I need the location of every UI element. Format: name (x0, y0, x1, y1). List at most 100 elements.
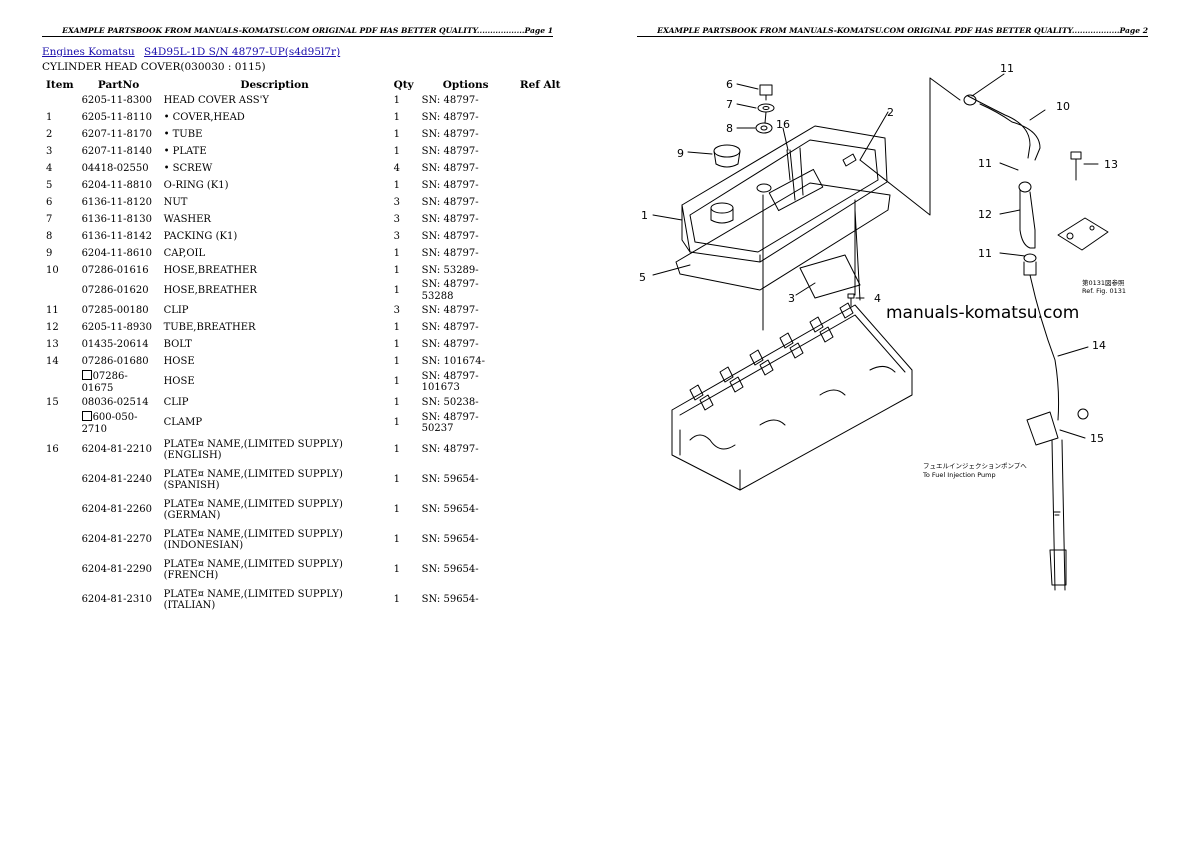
cell-partno: 04418-02550 (78, 160, 160, 177)
cell-partno: 6205-11-8930 (78, 319, 160, 336)
callout-7: 7 (726, 98, 733, 111)
description-line: (GERMAN) (163, 510, 221, 521)
cell-options: SN: 48797-50237 (421, 411, 479, 435)
cell-item: 15 (46, 396, 59, 408)
part-number: 6136-11-8120 (81, 196, 152, 208)
cell-partno: 6205-11-8300 (78, 92, 160, 109)
cell-qty: 3 (393, 196, 400, 208)
cell-item: 8 (46, 230, 53, 242)
table-row: 6205-11-8300 HEAD COVER ASS'Y 1 SN: 48797- (42, 92, 567, 109)
description-line: WASHER (163, 213, 211, 225)
description-line: O-RING (K1) (163, 179, 229, 191)
cell-options: SN: 59654- (421, 534, 479, 546)
table-row: 6204-81-2240 PLATE¤ NAME,(LIMITED SUPPLY)… (42, 465, 567, 495)
description-line: CLIP (163, 396, 189, 408)
cell-options: SN: 48797- (421, 247, 479, 259)
callout-11-top: 11 (1000, 62, 1014, 75)
cell-qty: 1 (393, 321, 400, 333)
cell-partno: 6204-81-2290 (78, 555, 160, 585)
cell-description: TUBE,BREATHER (160, 319, 390, 336)
breadcrumb-link-model[interactable]: S4D95L-1D S/N 48797-UP(s4d95l7r) (144, 46, 341, 58)
description-line: HEAD COVER ASS'Y (163, 94, 270, 106)
column-header-item: Item (46, 78, 74, 91)
cell-description: PLATE¤ NAME,(LIMITED SUPPLY)(SPANISH) (160, 465, 390, 495)
cell-item: 7 (46, 213, 53, 225)
callout-1: 1 (641, 209, 648, 222)
cell-partno: 07286-01675 (78, 370, 160, 394)
cell-description: HOSE,BREATHER (160, 279, 390, 302)
cell-description: • SCREW (160, 160, 390, 177)
part-number: 04418-02550 (81, 162, 149, 174)
cell-qty: 1 (393, 444, 400, 456)
cell-description: CLIP (160, 394, 390, 411)
column-header-ref-alt: Ref Alt (519, 78, 561, 91)
part-number: 6205-11-8300 (81, 94, 152, 106)
cell-qty: 4 (393, 162, 400, 174)
part-number: 6204-81-2260 (81, 504, 152, 516)
part-number: 07285-00180 (81, 304, 149, 316)
description-line: PLATE¤ NAME,(LIMITED SUPPLY) (163, 498, 343, 510)
cell-options: SN: 59654- (421, 474, 479, 486)
cell-item: 13 (46, 338, 59, 350)
cell-partno: 6205-11-8110 (78, 109, 160, 126)
cell-partno: 6204-11-8810 (78, 177, 160, 194)
cell-description: NUT (160, 194, 390, 211)
cell-qty: 1 (393, 179, 400, 191)
cell-description: HOSE (160, 353, 390, 370)
cell-options: SN: 48797- (421, 94, 479, 106)
callout-9: 9 (677, 147, 684, 160)
part-number: 6204-81-2240 (81, 474, 152, 486)
part-number: 6136-11-8142 (81, 230, 152, 242)
cell-description: PLATE¤ NAME,(LIMITED SUPPLY)(GERMAN) (160, 495, 390, 525)
cell-options: SN: 48797- (421, 338, 479, 350)
cell-item: 3 (46, 145, 53, 157)
callout-13: 13 (1104, 158, 1118, 171)
cell-qty: 3 (393, 304, 400, 316)
cell-description: BOLT (160, 336, 390, 353)
cell-qty: 1 (393, 355, 400, 367)
description-line: CAP,OIL (163, 247, 206, 259)
callout-16: 16 (776, 118, 790, 131)
description-line: NUT (163, 196, 188, 208)
cell-partno: 6207-11-8170 (78, 126, 160, 143)
cell-item: 16 (46, 444, 59, 456)
cell-item: 4 (46, 162, 53, 174)
cell-qty: 1 (393, 94, 400, 106)
breadcrumb: Engines Komatsu S4D95L-1D S/N 48797-UP(s… (42, 46, 346, 58)
diagram-page: EXAMPLE PARTSBOOK FROM MANUALS-KOMATSU.C… (595, 0, 1190, 842)
part-number: 6204-81-2270 (81, 534, 152, 546)
description-line: • SCREW (163, 162, 213, 174)
cell-options: SN: 48797- (421, 179, 479, 191)
watermark: manuals-komatsu.com (886, 303, 1079, 323)
cell-description: CLAMP (160, 411, 390, 435)
cell-qty: 1 (393, 504, 400, 516)
cell-item: 9 (46, 247, 53, 259)
column-header-description: Description (240, 78, 309, 91)
cell-partno: 6207-11-8140 (78, 143, 160, 160)
cell-description: • TUBE (160, 126, 390, 143)
clamp-pipe-drawing (1026, 408, 1089, 591)
description-line: • TUBE (163, 128, 203, 140)
callout-11-low: 11 (978, 247, 992, 260)
cell-partno: 07286-01616 (78, 262, 160, 279)
cell-partno: 07286-01680 (78, 353, 160, 370)
cell-options: SN: 53289- (421, 264, 479, 276)
cell-partno: 07286-01620 (78, 279, 160, 302)
callout-5: 5 (639, 271, 646, 284)
description-line: PLATE¤ NAME,(LIMITED SUPPLY) (163, 468, 343, 480)
cell-options: SN: 50238- (421, 396, 479, 408)
breather-tube-drawing (842, 153, 857, 167)
breather-hose-drawing (859, 77, 1060, 421)
cell-description: O-RING (K1) (160, 177, 390, 194)
breadcrumb-link-category[interactable]: Engines Komatsu (42, 46, 135, 58)
cell-qty: 3 (393, 230, 400, 242)
cell-item: 10 (46, 264, 59, 276)
